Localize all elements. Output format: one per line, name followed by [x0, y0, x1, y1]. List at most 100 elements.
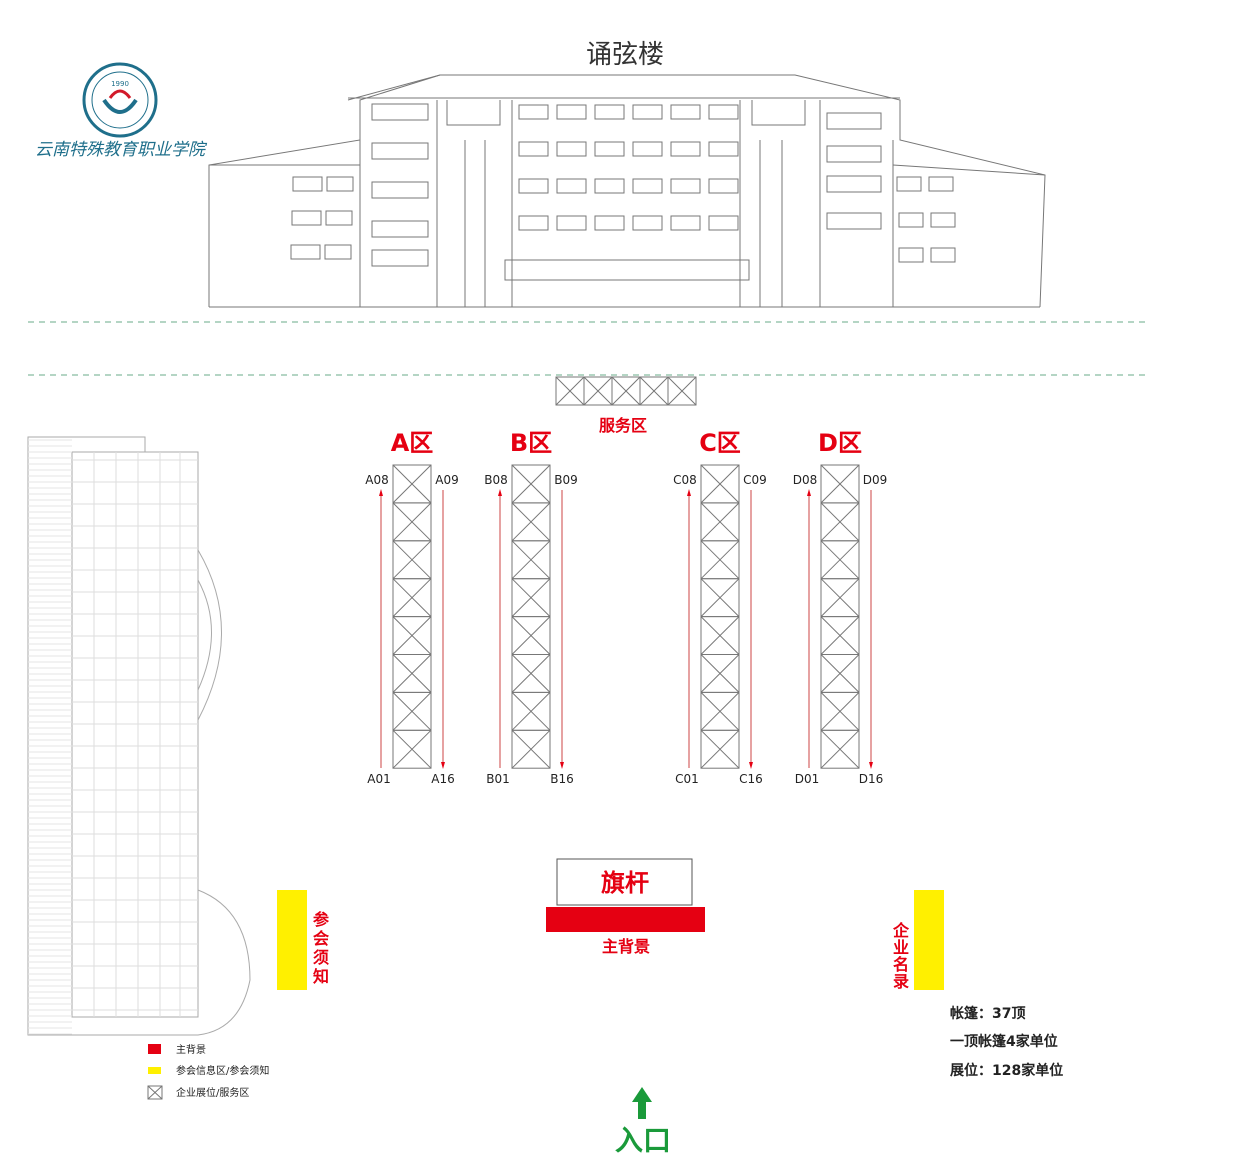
zone-label: B区 — [510, 429, 552, 457]
tent[interactable] — [820, 464, 860, 504]
booth-number: A08 — [365, 473, 388, 487]
booth-number: B08 — [484, 473, 508, 487]
tent[interactable] — [820, 502, 860, 542]
window — [670, 104, 701, 120]
window — [670, 215, 701, 231]
flagpole-box — [556, 858, 693, 906]
logo-text: 云南特殊教育职业学院 — [35, 140, 208, 160]
booth-number: C16 — [739, 772, 763, 786]
tent[interactable] — [700, 616, 740, 655]
tent[interactable] — [392, 464, 432, 504]
tent[interactable] — [639, 376, 669, 406]
tent[interactable] — [820, 654, 860, 693]
tent[interactable] — [392, 616, 432, 655]
window — [826, 145, 882, 163]
tent[interactable] — [700, 729, 740, 769]
window — [928, 176, 954, 192]
window — [556, 104, 587, 120]
legend-swatch-red — [148, 1044, 161, 1054]
booth-number: B16 — [550, 772, 574, 786]
booth-number: A01 — [367, 772, 390, 786]
entrance-label: 入口 — [615, 1124, 671, 1157]
notice-char: 须 — [313, 948, 329, 967]
window — [556, 215, 587, 231]
tent[interactable] — [511, 540, 551, 580]
window — [518, 215, 549, 231]
arrow-head-icon — [560, 762, 564, 769]
tent[interactable] — [392, 654, 432, 693]
window — [290, 244, 321, 260]
tent[interactable] — [700, 502, 740, 542]
tent[interactable] — [820, 729, 860, 769]
tent[interactable] — [511, 578, 551, 618]
tent[interactable] — [511, 691, 551, 731]
window — [371, 142, 429, 160]
tent[interactable] — [392, 578, 432, 618]
stat-tents: 帐篷：37顶 — [950, 1005, 1025, 1022]
arrow-head-icon — [379, 489, 383, 496]
tent[interactable] — [700, 464, 740, 504]
window — [826, 212, 882, 230]
booth-number: C09 — [743, 473, 767, 487]
tent[interactable] — [611, 376, 641, 406]
stat-per-tent: 一顶帐篷4家单位 — [950, 1033, 1058, 1050]
tent[interactable] — [392, 502, 432, 542]
tent[interactable] — [820, 540, 860, 580]
window — [292, 176, 323, 192]
window — [556, 141, 587, 157]
tent[interactable] — [392, 729, 432, 769]
main-backdrop-label: 主背景 — [602, 937, 650, 956]
tent[interactable] — [820, 691, 860, 731]
tent[interactable] — [667, 376, 697, 406]
tent[interactable] — [700, 540, 740, 580]
tent[interactable] — [392, 540, 432, 580]
window — [371, 249, 429, 267]
window — [708, 215, 739, 231]
arrow-head-icon — [687, 489, 691, 496]
booth-number: D09 — [863, 473, 888, 487]
service-area-label: 服务区 — [599, 416, 647, 435]
building-windows — [290, 103, 956, 267]
window — [632, 104, 663, 120]
tent[interactable] — [511, 464, 551, 504]
school-logo: 1990 云南特殊教育职业学院 — [35, 62, 208, 160]
window — [898, 247, 924, 263]
window — [291, 210, 322, 226]
legend-label: 主背景 — [176, 1043, 206, 1056]
window — [670, 141, 701, 157]
window — [708, 141, 739, 157]
tent[interactable] — [392, 691, 432, 731]
window — [594, 141, 625, 157]
arrow-head-icon — [498, 489, 502, 496]
notice-char: 会 — [313, 929, 329, 948]
tent[interactable] — [700, 654, 740, 693]
tent[interactable] — [820, 578, 860, 618]
tent[interactable] — [700, 691, 740, 731]
tent[interactable] — [511, 502, 551, 542]
zone-label: C区 — [699, 429, 741, 457]
tent[interactable] — [700, 578, 740, 618]
window — [518, 178, 549, 194]
zone-label: A区 — [391, 429, 434, 457]
window — [326, 176, 354, 192]
window — [594, 104, 625, 120]
window — [896, 176, 922, 192]
tent[interactable] — [820, 616, 860, 655]
tent[interactable] — [583, 376, 613, 406]
window — [826, 112, 882, 130]
tent[interactable] — [555, 376, 585, 406]
main-backdrop — [546, 907, 705, 932]
tent[interactable] — [511, 729, 551, 769]
arrow-head-icon — [807, 489, 811, 496]
company-list-board — [914, 890, 944, 990]
booth-number: D08 — [793, 473, 818, 487]
company-char: 业 — [893, 938, 909, 957]
window — [632, 178, 663, 194]
tent[interactable] — [511, 616, 551, 655]
tent[interactable] — [511, 654, 551, 693]
